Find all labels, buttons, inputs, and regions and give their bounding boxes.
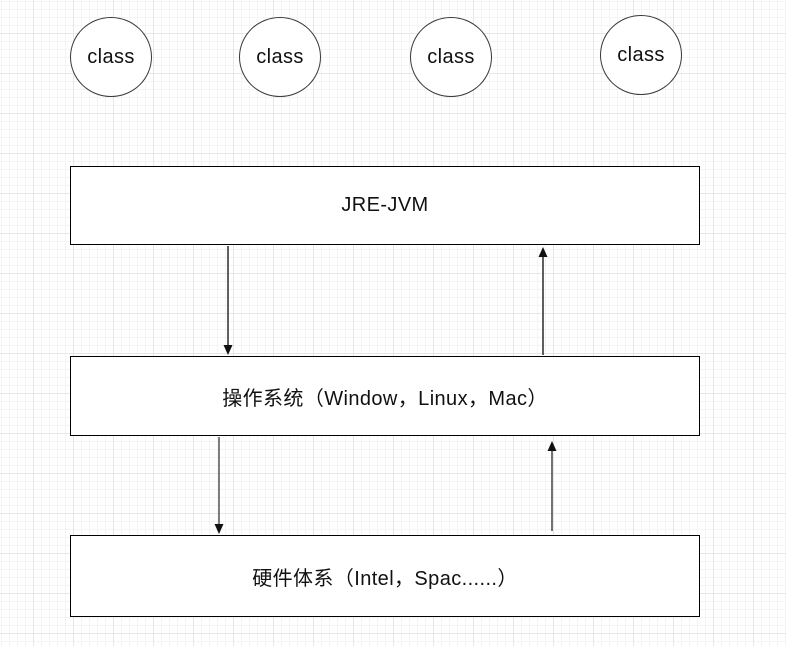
class-circle[interactable]: class [600,15,682,95]
class-circle[interactable]: class [70,17,152,97]
class-circle-label: class [87,45,135,68]
arrow-hardware-to-os[interactable] [547,441,557,531]
box-label-os: 操作系统（Window，Linux，Mac） [222,387,548,410]
box-jre-jvm[interactable]: JRE-JVM [70,166,700,245]
box-hardware[interactable]: 硬件体系（Intel，Spac......） [70,535,700,617]
class-circle-label: class [427,45,475,68]
arrowhead-icon [547,441,557,451]
arrowhead-icon [214,524,224,534]
arrow-os-to-jvm[interactable] [538,247,548,355]
box-label-hardware: 硬件体系（Intel，Spac......） [252,567,518,590]
box-os[interactable]: 操作系统（Window，Linux，Mac） [70,356,700,436]
arrow-jvm-to-os[interactable] [223,246,233,355]
class-circle[interactable]: class [410,17,492,97]
arrow-os-to-hardware[interactable] [214,437,224,534]
class-circle-label: class [617,43,665,66]
box-label-jre-jvm: JRE-JVM [341,194,429,216]
arrowhead-icon [223,345,233,355]
class-circle[interactable]: class [239,17,321,97]
arrowhead-icon [538,247,548,257]
class-circle-label: class [256,45,304,68]
